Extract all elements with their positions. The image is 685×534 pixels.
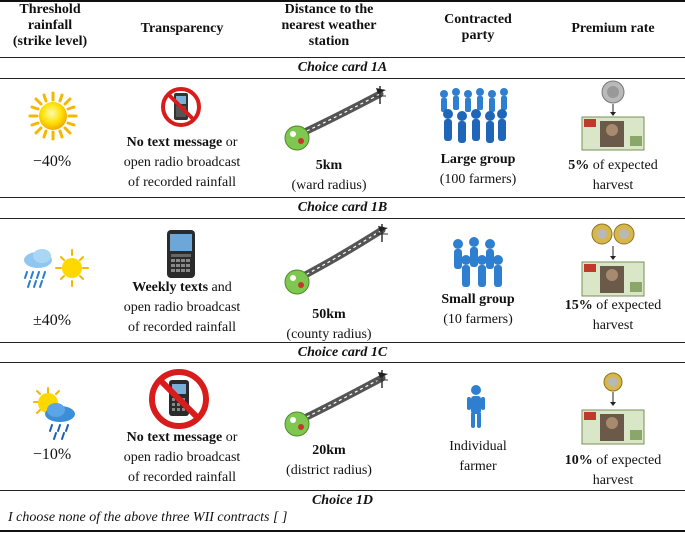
card-1c-transparency-rest2: open radio broadcast (123, 450, 241, 465)
sun-cloud-rain-icon (33, 387, 75, 440)
distance-map-icon (284, 224, 388, 295)
card-1a-transparency-rest1: or (222, 135, 238, 150)
table-top-rule (0, 0, 685, 2)
card-1a-premium-rest: of expected (589, 158, 658, 173)
card-1a-premium: 5% of expected harvest (548, 156, 678, 196)
card-1a-distance-bold: 5km (315, 158, 343, 173)
header-contracted-party: Contracted party (418, 12, 538, 44)
rain-and-sun-icon (24, 249, 89, 288)
card-1a-transparency-bold: No text message (126, 135, 223, 150)
individual-farmer-icon (467, 385, 485, 428)
header-distance-line2: nearest weather (281, 18, 377, 33)
coin-banknote-icon (581, 80, 645, 151)
table-bottom-rule (0, 530, 685, 532)
header-threshold-line3: (strike level) (12, 34, 88, 49)
card-1a-party: Large group (100 farmers) (418, 150, 538, 190)
card-1b-title-rule (0, 218, 685, 219)
card-1c-premium-rest: of expected (592, 453, 662, 468)
card-1c-party-line1: Individual (449, 439, 507, 454)
card-1b-party-sub: (10 farmers) (443, 312, 513, 327)
card-1c-transparency: No text message or open radio broadcast … (112, 428, 252, 488)
card-1b-party: Small group (10 farmers) (418, 290, 538, 330)
card-1b-premium-rest2: harvest (592, 318, 634, 333)
smartphone-icon (167, 230, 195, 278)
card-1a-title: Choice card 1A (297, 60, 388, 75)
card-1c-bottom-rule (0, 490, 685, 491)
card-1b-transparency-bold: Weekly texts (132, 280, 209, 295)
header-party-line1: Contracted (444, 12, 512, 27)
card-1c-party: Individual farmer (418, 437, 538, 477)
header-transparency: Transparency (140, 21, 224, 36)
no-phone-icon (149, 369, 209, 429)
card-1a-title-rule (0, 78, 685, 79)
card-1a-distance-sub: (ward radius) (291, 178, 367, 193)
header-distance-line3: station (308, 34, 350, 49)
no-phone-icon (161, 87, 201, 127)
card-1a-bottom-rule (0, 197, 685, 198)
card-1b-transparency-rest2: open radio broadcast (123, 300, 241, 315)
card-1b-transparency-rest1: and (208, 280, 232, 295)
choice-1d-text: I choose none of the above three WII con… (8, 510, 288, 525)
card-1b-premium-bold: 15% (564, 298, 593, 313)
card-1b-distance-sub: (county radius) (286, 327, 372, 342)
header-threshold-line2: rainfall (27, 18, 73, 33)
card-1c-distance-sub: (district radius) (286, 463, 372, 478)
card-1a-premium-bold: 5% (568, 158, 590, 173)
small-group-icon (453, 237, 503, 287)
card-1a-threshold: −40% (32, 153, 72, 170)
card-1b-transparency: Weekly texts and open radio broadcast of… (112, 278, 252, 338)
card-1b-transparency-rest3: of recorded rainfall (127, 320, 237, 335)
card-1b-premium: 15% of expected harvest (548, 296, 678, 336)
card-1a-distance: 5km (ward radius) (262, 156, 396, 196)
card-1b-party-bold: Small group (441, 292, 515, 307)
card-1c-distance: 20km (district radius) (262, 441, 396, 481)
card-1c-party-line2: farmer (459, 459, 497, 474)
header-premium-rate: Premium rate (571, 21, 655, 36)
distance-map-icon (284, 86, 386, 151)
card-1c-distance-bold: 20km (312, 443, 346, 458)
distance-map-icon (284, 370, 388, 437)
header-distance-line1: Distance to the (284, 2, 374, 17)
card-1a-premium-rest2: harvest (592, 178, 634, 193)
header-party-line2: party (461, 28, 495, 43)
large-group-icon (440, 88, 508, 143)
card-1c-premium-bold: 10% (564, 453, 593, 468)
card-1c-title: Choice card 1C (297, 345, 388, 360)
card-1b-title: Choice card 1B (297, 200, 388, 215)
card-1c-title-rule (0, 362, 685, 363)
sun-icon (28, 91, 78, 141)
card-1c-premium: 10% of expected harvest (548, 451, 678, 491)
card-1b-bottom-rule (0, 342, 685, 343)
card-1b-threshold: ±40% (32, 312, 72, 329)
card-1a-party-bold: Large group (440, 152, 516, 167)
card-1b-distance-bold: 50km (312, 307, 346, 322)
header-bottom-rule (0, 57, 685, 58)
card-1a-transparency-rest2: open radio broadcast (123, 155, 241, 170)
card-1c-threshold: −10% (32, 446, 72, 463)
card-1c-transparency-rest3: of recorded rainfall (127, 470, 237, 485)
card-1b-premium-rest: of expected (592, 298, 662, 313)
coin-banknote-icon (581, 223, 645, 297)
card-1a-transparency: No text message or open radio broadcast … (112, 133, 252, 193)
choice-1d-title: Choice 1D (311, 493, 374, 508)
header-threshold: Threshold rainfall (strike level) (0, 2, 100, 50)
card-1a-party-sub: (100 farmers) (439, 172, 517, 187)
card-1c-transparency-bold: No text message (126, 430, 223, 445)
card-1c-transparency-rest1: or (222, 430, 238, 445)
card-1a-transparency-rest3: of recorded rainfall (127, 175, 237, 190)
card-1b-distance: 50km (county radius) (262, 305, 396, 345)
coin-banknote-icon (581, 372, 645, 445)
card-1c-premium-rest2: harvest (592, 473, 634, 488)
header-distance: Distance to the nearest weather station (262, 2, 396, 50)
header-threshold-line1: Threshold (19, 2, 81, 17)
